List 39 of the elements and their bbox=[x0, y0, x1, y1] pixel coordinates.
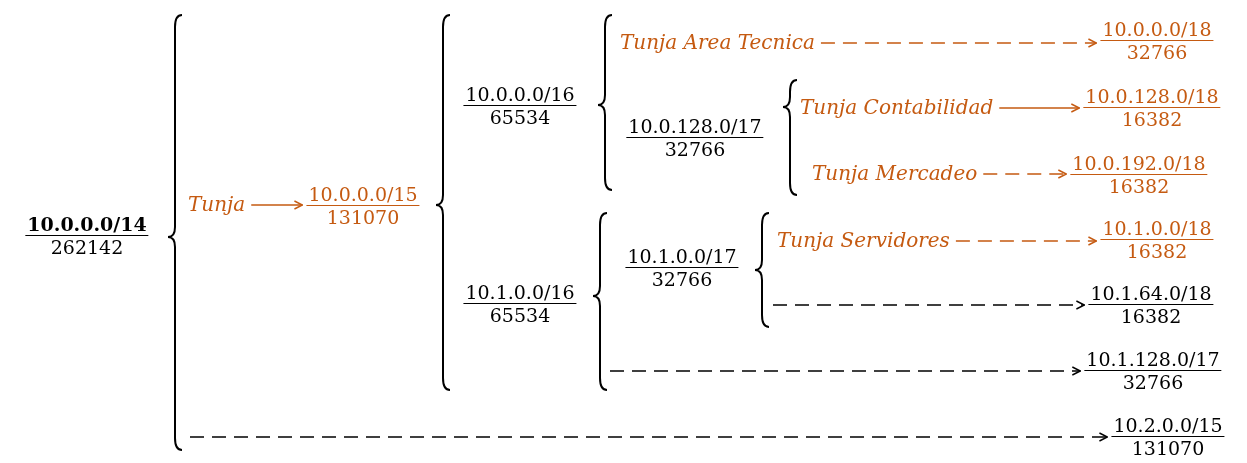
subnet-address: 10.1.0.0/18 bbox=[1100, 216, 1214, 240]
subnet-label: Tunja bbox=[188, 192, 246, 216]
subnet-address: 10.0.0.0/15 bbox=[306, 182, 420, 206]
host-count: 32766 bbox=[650, 267, 714, 290]
subnet-address: 10.0.0.0/14 bbox=[25, 212, 149, 236]
subnet-address: 10.1.64.0/18 bbox=[1088, 281, 1214, 305]
host-count: 32766 bbox=[663, 137, 727, 160]
host-count: 262142 bbox=[49, 235, 125, 258]
host-count: 131070 bbox=[325, 205, 401, 228]
arrow bbox=[955, 236, 1098, 246]
arrow bbox=[820, 38, 1098, 48]
host-count: 65534 bbox=[488, 303, 552, 326]
arrow bbox=[189, 432, 1109, 442]
host-count: 16382 bbox=[1107, 174, 1171, 197]
host-count: 32766 bbox=[1125, 40, 1189, 63]
subnet-address: 10.0.128.0/18 bbox=[1083, 84, 1221, 108]
host-count: 65534 bbox=[488, 105, 552, 128]
subnet-address: 10.0.192.0/18 bbox=[1070, 151, 1208, 175]
subnet-address: 10.1.128.0/17 bbox=[1084, 347, 1222, 371]
arrow bbox=[982, 169, 1068, 179]
host-count: 16382 bbox=[1119, 304, 1183, 327]
subnet-address: 10.0.0.0/16 bbox=[463, 82, 577, 106]
subnet-label: Tunja Contabilidad bbox=[800, 95, 994, 119]
subnet-address: 10.2.0.0/15 bbox=[1111, 413, 1225, 437]
host-count: 32766 bbox=[1121, 370, 1185, 393]
host-count: 131070 bbox=[1130, 436, 1206, 459]
arrow bbox=[772, 300, 1086, 310]
subnet-address: 10.0.128.0/17 bbox=[626, 114, 764, 138]
arrow bbox=[250, 200, 304, 210]
subnet-label: Tunja Mercadeo bbox=[812, 161, 978, 185]
subnet-label: Tunja Area Tecnica bbox=[620, 30, 815, 54]
arrow bbox=[609, 366, 1082, 376]
host-count: 16382 bbox=[1120, 107, 1184, 130]
subnet-address: 10.1.0.0/17 bbox=[625, 244, 739, 268]
subnet-address: 10.1.0.0/16 bbox=[463, 280, 577, 304]
subnet-address: 10.0.0.0/18 bbox=[1100, 17, 1214, 41]
arrow bbox=[998, 103, 1081, 113]
host-count: 16382 bbox=[1125, 239, 1189, 262]
subnet-label: Tunja Servidores bbox=[777, 228, 950, 252]
